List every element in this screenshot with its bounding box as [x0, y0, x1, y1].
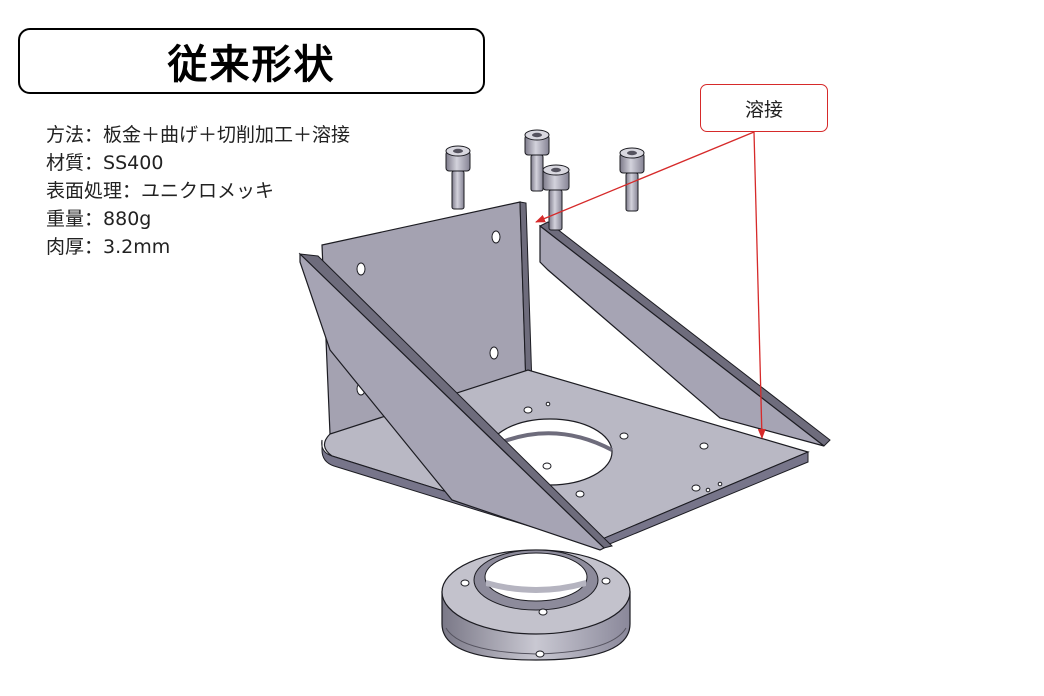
spec-material: 材質：SS400: [46, 152, 164, 174]
bolt: [619, 147, 645, 212]
spec-list: 方法：板金＋曲げ＋切削加工＋溶接 材質：SS400 表面処理：ユニクロメッキ 重…: [46, 121, 350, 261]
bearing-ring: [441, 549, 631, 661]
bolt: [524, 129, 550, 192]
right-rib: [539, 221, 831, 447]
spec-weight: 重量：880g: [46, 208, 152, 230]
bolt: [542, 164, 570, 231]
left-rib: [298, 252, 613, 551]
title-box: 従来形状: [18, 28, 485, 94]
spec-surface-treatment: 表面処理：ユニクロメッキ: [46, 180, 275, 202]
weld-callout: 溶接: [700, 84, 828, 132]
bolt: [445, 145, 471, 210]
page-title: 従来形状: [167, 42, 336, 88]
weld-leader-lines: [535, 131, 766, 439]
spec-thickness: 肉厚：3.2mm: [46, 236, 171, 258]
weld-callout-label: 溶接: [744, 98, 783, 121]
spec-method: 方法：板金＋曲げ＋切削加工＋溶接: [46, 124, 351, 146]
